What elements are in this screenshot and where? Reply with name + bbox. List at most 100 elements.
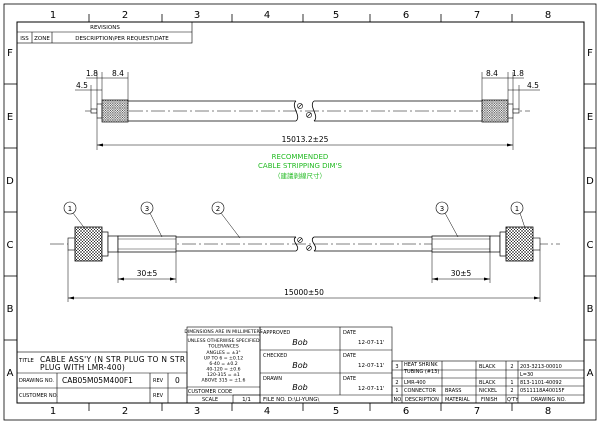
balloon-3-left: 3: [145, 205, 149, 213]
grid-row-a-right: A: [587, 368, 594, 379]
bom-row-1-finish: NICKEL: [479, 388, 497, 394]
grid-row-d-right: D: [586, 176, 594, 187]
drawing-no-label: DRAWING NO.: [19, 378, 54, 384]
drawing-number: CAB05M05M400F1: [62, 376, 133, 385]
bom-row-3-desc: HEAT SHRINK: [404, 362, 438, 368]
checked-label: CHECKED: [263, 353, 287, 359]
tolerance-range-5: ABOVE 315 = ±1.6: [202, 378, 246, 384]
tolerance-line2: TOLERANCES: [207, 344, 239, 350]
file-number: FILE NO. D:\LI-YUNG\: [263, 397, 320, 403]
tolerance-range-1: UP TO 6 = ±0.12: [204, 356, 243, 362]
bom-row-2-qty: 1: [510, 380, 513, 386]
stripping-note-line2: CABLE STRIPPING DIM'S: [258, 162, 342, 170]
checked-date-label: DATE: [343, 353, 356, 359]
bom-row-2-dwg: 813-1101-40092: [520, 380, 562, 386]
bom-header-qty: Q'TY: [507, 397, 519, 403]
checked-date: 12-07-11': [358, 363, 384, 369]
cable: [176, 236, 432, 252]
balloon-2: 2: [216, 205, 220, 213]
scale-value: 1/1: [242, 397, 251, 403]
scale-label: SCALE: [202, 397, 218, 403]
grid-col-5: 5: [333, 10, 339, 21]
grid-row-d: D: [6, 176, 14, 187]
bom-row-1-qty: 2: [510, 388, 513, 394]
title-label: TITLE: [18, 358, 34, 364]
grid-col-4: 4: [264, 10, 270, 21]
revisions-title: REVISIONS: [90, 25, 120, 31]
tolerance-range-2: 6-40 = ±0.2: [209, 361, 237, 367]
bom-row-2-no: 2: [395, 380, 398, 386]
bom-row-3-dwg: 203-3213-00010: [520, 364, 562, 370]
balloon-1-right: 1: [515, 205, 519, 213]
tolerance-angles: ANGLES = ±3°: [206, 350, 240, 356]
approved-label: APPROVED: [263, 330, 290, 336]
customer-code-label: CUSTOMER CODE: [188, 389, 232, 395]
grid-row-a: A: [7, 368, 14, 379]
stripping-view: 1.8 8.4 4.5 8.4 1.8 4.5 15013.2±25 RECOM…: [75, 69, 540, 180]
grid-col-8: 8: [545, 10, 551, 21]
cable-jacket-stripped: [128, 100, 482, 122]
bom-header-material: MATERIAL: [445, 397, 470, 403]
heat-shrink-right: [431, 235, 491, 253]
tolerance-heading: DIMENSIONS ARE IN MILLIMETERS: [184, 329, 262, 335]
tolerance-range-4: 120-315 = ±1: [207, 372, 240, 378]
balloon-3-right: 3: [440, 205, 444, 213]
bom-row-2-desc: LMR-400: [404, 380, 426, 386]
stripped-end-right: [481, 99, 520, 123]
grid-col-6: 6: [403, 10, 409, 21]
approved-date: 12-07-11': [358, 340, 384, 346]
bom-header-description: DESCRIPTION: [405, 397, 439, 403]
checked-signature: Bob: [292, 361, 307, 370]
drawn-label: DRAWN: [263, 376, 282, 382]
revisions-table: REVISIONS ISS ZONE DESCRIPTION\PER REQUE…: [16, 21, 193, 44]
dim-strip-overall: 15013.2±25: [282, 135, 329, 144]
dim-strip-left-3: 4.5: [76, 81, 88, 90]
bom-row-1-no: 1: [395, 388, 398, 394]
drawing-title-line2: PLUG WITH LMR-400): [40, 363, 125, 372]
grid-row-c-right: C: [587, 240, 594, 251]
bom-row-1-dwg: 0511118A40015F: [520, 388, 565, 394]
balloon-1-left: 1: [68, 205, 72, 213]
dim-strip-right-3: 4.5: [527, 81, 539, 90]
grid-col-8-bottom: 8: [545, 406, 551, 417]
assembly-view: 1 3 2 3 1 30±5 30±5 15000±50: [50, 201, 560, 302]
grid-row-e-right: E: [587, 112, 593, 123]
bom-row-3-no: 3: [395, 364, 398, 370]
bom-row-3-qty: 2: [510, 364, 513, 370]
dim-strip-right-1: 1.8: [512, 69, 524, 78]
stripping-note: RECOMMENDED CABLE STRIPPING DIM'S （建議剝線尺…: [258, 153, 342, 180]
bom-header-no: NO.: [394, 397, 403, 403]
grid-row-b: B: [7, 304, 14, 315]
grid-col-1-bottom: 1: [50, 406, 56, 417]
connector-right: [489, 226, 541, 262]
heat-shrink-left: [117, 235, 177, 253]
dim-strip-left-1: 1.8: [86, 69, 98, 78]
grid-col-7-bottom: 7: [474, 406, 480, 417]
approved-signature: Bob: [292, 338, 307, 347]
dim-strip-left-2: 8.4: [112, 69, 124, 78]
grid-ticks: [4, 14, 596, 411]
approved-date-label: DATE: [343, 330, 356, 336]
stripped-end-left: [90, 99, 129, 123]
drawn-date-label: DATE: [343, 376, 356, 382]
tolerance-range-3: 40-120 = ±0.6: [206, 367, 240, 373]
grid-col-7: 7: [474, 10, 480, 21]
grid-col-2: 2: [122, 10, 128, 21]
dim-sleeve-right: 30±5: [451, 269, 472, 278]
rev-value: 0: [175, 376, 180, 385]
grid-col-1: 1: [50, 10, 56, 21]
bom-row-3-dwg2: L=30: [520, 372, 533, 378]
bom-row-3-desc2: TUBING (#13): [403, 369, 439, 375]
drawn-date: 12-07-11': [358, 386, 384, 392]
stripping-note-line3: （建議剝線尺寸）: [274, 171, 326, 180]
title-block: TITLE CABLE ASS'Y (N STR PLUG TO N STR P…: [16, 326, 585, 404]
dim-sleeve-left: 30±5: [137, 269, 158, 278]
grid-col-4-bottom: 4: [264, 406, 270, 417]
dim-overall-length: 15000±50: [284, 288, 324, 297]
revisions-col-zone: ZONE: [34, 36, 50, 42]
revisions-col-description: DESCRIPTION\PER REQUEST\DATE: [75, 36, 169, 42]
drawing-title-line1: CABLE ASS'Y (N STR PLUG TO N STR: [40, 355, 185, 364]
revisions-col-iss: ISS: [20, 36, 29, 42]
bom-row-3-finish: BLACK: [479, 364, 496, 370]
